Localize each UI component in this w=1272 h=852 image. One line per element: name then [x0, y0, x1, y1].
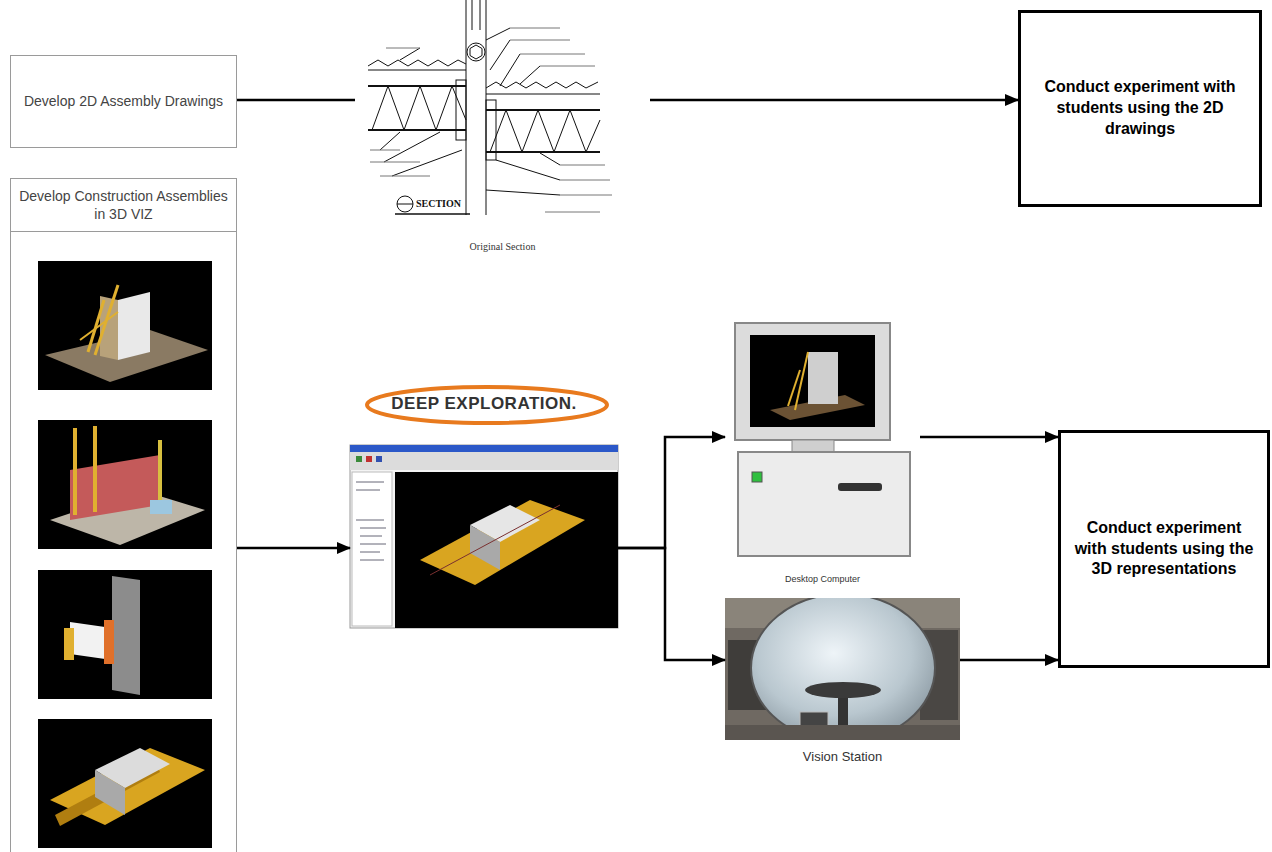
software-node: DEEP EXPLORATION.	[350, 385, 618, 628]
node-label: Desktop Computer	[785, 574, 860, 584]
desktop-node: Desktop Computer	[725, 323, 920, 588]
node-label: Conduct experiment with students using t…	[1071, 518, 1257, 580]
connector-arrow	[920, 436, 1058, 439]
connector-arrow	[237, 547, 350, 550]
node-label: DEEP EXPLORATION.	[391, 394, 576, 414]
section-drawing	[368, 0, 612, 215]
drawing-label: SECTION	[416, 198, 461, 209]
connector-arrow	[237, 99, 355, 102]
node-label: Develop Construction Assemblies in 3D VI…	[11, 179, 236, 232]
connector-arrow	[960, 659, 1058, 662]
connector-arrow	[618, 437, 725, 548]
node-label: Conduct experiment with students using t…	[1031, 77, 1249, 139]
connector-arrow	[618, 548, 725, 660]
process-box: Develop 2D Assembly Drawings	[10, 55, 237, 148]
software-screenshot	[350, 387, 618, 628]
assembly-panel: Develop Construction Assemblies in 3D VI…	[10, 178, 237, 852]
vision-station-photo	[725, 594, 960, 742]
assembly-thumbnails	[38, 261, 212, 848]
vision-station-node: Vision Station	[725, 598, 960, 768]
result-box: Conduct experiment with students using t…	[1058, 430, 1270, 668]
node-label: Develop 2D Assembly Drawings	[24, 92, 223, 110]
desktop-computer	[735, 323, 910, 556]
section-drawing-node: Original Section	[355, 0, 650, 256]
node-label: Vision Station	[803, 749, 882, 764]
node-label: Original Section	[470, 241, 536, 252]
result-box: Conduct experiment with students using t…	[1018, 10, 1262, 207]
connector-arrow	[650, 99, 1018, 102]
